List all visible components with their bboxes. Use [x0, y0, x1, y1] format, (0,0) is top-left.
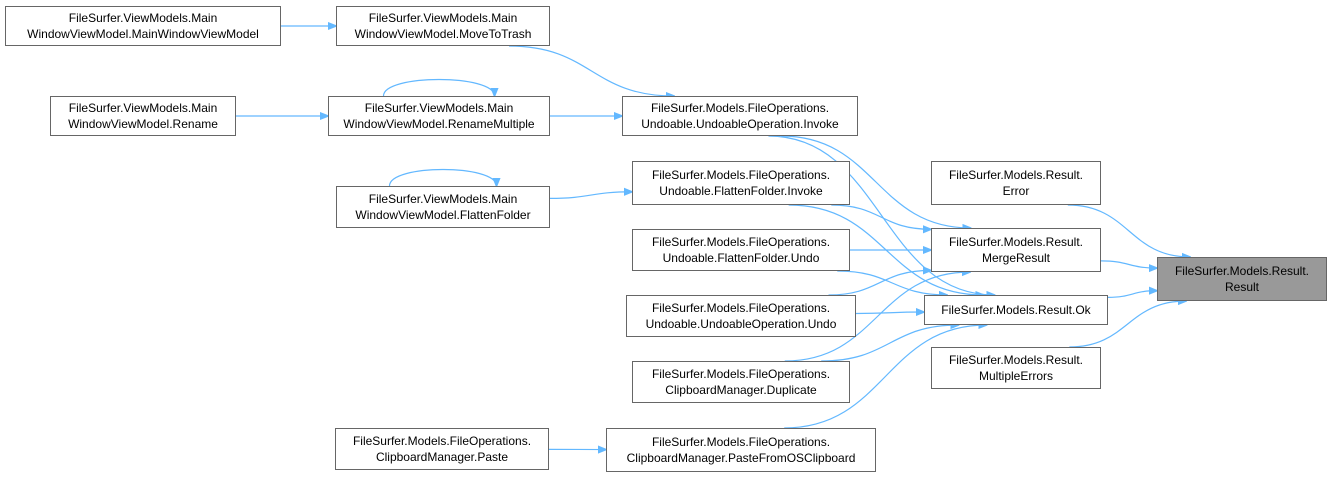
node-label-line: MultipleErrors — [978, 369, 1053, 383]
node-label-line: Result — [1224, 280, 1259, 294]
edge-clipboard_duplicate-to-result_mergeresult — [784, 272, 970, 362]
edge-undoableoperation_invoke-to-result_ok — [768, 135, 994, 295]
node-label-line: MergeResult — [981, 251, 1051, 265]
node-result-mergeresult[interactable]: FileSurfer.Models.Result. MergeResult — [931, 228, 1101, 272]
node-label-line: Undoable.FlattenFolder.Undo — [662, 251, 820, 265]
node-label-line: ClipboardManager.Duplicate — [665, 383, 817, 397]
node-label-line: WindowViewModel.RenameMultiple — [343, 117, 535, 131]
node-label-line: FileSurfer.Models.FileOperations. — [651, 435, 831, 449]
node-label-line: FileSurfer.Models.FileOperations. — [650, 101, 830, 115]
node-label-line: FileSurfer.ViewModels.Main — [368, 192, 518, 206]
node-label-line: WindowViewModel.MainWindowViewModel — [27, 27, 259, 41]
edge-result_multipleerrors-to-result_result — [1069, 301, 1186, 348]
node-undoableoperation-undo[interactable]: FileSurfer.Models.FileOperations. Undoab… — [626, 295, 856, 337]
node-label-line: WindowViewModel.Rename — [68, 117, 218, 131]
node-label-line: FileSurfer.ViewModels.Main — [364, 101, 514, 115]
node-flattenfolder-undo[interactable]: FileSurfer.Models.FileOperations. Undoab… — [632, 229, 850, 271]
node-clipboard-duplicate[interactable]: FileSurfer.Models.FileOperations. Clipbo… — [632, 361, 850, 403]
node-result-multipleerrors[interactable]: FileSurfer.Models.Result. MultipleErrors — [931, 347, 1101, 389]
node-label-line: FileSurfer.ViewModels.Main — [68, 11, 218, 25]
edge-flattenfolder-to-flattenfolder — [388, 168, 497, 187]
node-label-line: FileSurfer.ViewModels.Main — [368, 11, 518, 25]
edge-undoableoperation_undo-to-result_mergeresult — [828, 270, 932, 296]
node-label-line: FileSurfer.Models.FileOperations. — [651, 301, 831, 315]
edge-renamemultiple-to-renamemultiple — [382, 78, 495, 97]
node-flattenfolder[interactable]: FileSurfer.ViewModels.Main WindowViewMod… — [336, 186, 550, 228]
node-label-line: FileSurfer.Models.FileOperations. — [352, 434, 532, 448]
node-label-line: FileSurfer.Models.Result.Ok — [941, 303, 1091, 317]
node-label-line: Error — [1002, 184, 1030, 198]
edge-flattenfolder_undo-to-result_ok — [837, 270, 947, 295]
node-label-line: Undoable.FlattenFolder.Invoke — [659, 184, 823, 198]
node-label-line: Undoable.UndoableOperation.Undo — [645, 317, 837, 331]
node-label-line: FileSurfer.Models.FileOperations. — [651, 168, 831, 182]
edge-undoableoperation_undo-to-result_ok — [855, 312, 924, 313]
node-rename[interactable]: FileSurfer.ViewModels.Main WindowViewMod… — [50, 96, 236, 136]
node-label-line: FileSurfer.Models.Result. — [948, 168, 1084, 182]
node-undoableoperation-invoke[interactable]: FileSurfer.Models.FileOperations. Undoab… — [622, 96, 858, 136]
node-label-line: ClipboardManager.PasteFromOSClipboard — [626, 451, 856, 465]
node-label-line: WindowViewModel.MoveToTrash — [354, 27, 532, 41]
edge-result_mergeresult-to-result_result — [1100, 260, 1157, 268]
edge-result_error-to-result_result — [1067, 204, 1190, 257]
node-mainwindowviewmodel[interactable]: FileSurfer.ViewModels.Main WindowViewMod… — [5, 6, 281, 46]
edge-undoableoperation_invoke-to-result_mergeresult — [781, 135, 970, 228]
node-label-line: ClipboardManager.Paste — [375, 450, 509, 464]
node-clipboard-pastefromosclipboard[interactable]: FileSurfer.Models.FileOperations. Clipbo… — [606, 428, 876, 472]
node-result-ok[interactable]: FileSurfer.Models.Result.Ok — [924, 295, 1108, 325]
node-label-line: WindowViewModel.FlattenFolder — [355, 208, 531, 222]
edge-result_ok-to-result_result — [1107, 291, 1157, 298]
edge-flattenfolder_invoke-to-result_mergeresult — [831, 204, 931, 229]
node-label-line: FileSurfer.ViewModels.Main — [68, 101, 218, 115]
edge-clipboard_pastefromos-to-result_ok — [784, 325, 986, 429]
node-label-line: FileSurfer.Models.FileOperations. — [651, 367, 831, 381]
node-label-line: FileSurfer.Models.Result. — [1174, 264, 1310, 278]
node-renamemultiple[interactable]: FileSurfer.ViewModels.Main WindowViewMod… — [328, 96, 550, 136]
node-result-error[interactable]: FileSurfer.Models.Result. Error — [931, 161, 1101, 205]
node-flattenfolder-invoke[interactable]: FileSurfer.Models.FileOperations. Undoab… — [632, 161, 850, 205]
node-label-line: Undoable.UndoableOperation.Invoke — [641, 117, 839, 131]
edge-flattenfolder-to-flattenfolder_invoke — [549, 192, 632, 199]
node-label-line: FileSurfer.Models.FileOperations. — [651, 235, 831, 249]
node-movetotrash[interactable]: FileSurfer.ViewModels.Main WindowViewMod… — [336, 6, 550, 46]
node-result-result-focus[interactable]: FileSurfer.Models.Result. Result — [1157, 257, 1327, 301]
node-clipboard-paste[interactable]: FileSurfer.Models.FileOperations. Clipbo… — [335, 428, 549, 470]
edge-clipboard_duplicate-to-result_ok — [821, 325, 959, 362]
node-label-line: FileSurfer.Models.Result. — [948, 353, 1084, 367]
edge-movetotrash-to-undoableoperation_invoke — [508, 45, 674, 96]
node-label-line: FileSurfer.Models.Result. — [948, 235, 1084, 249]
